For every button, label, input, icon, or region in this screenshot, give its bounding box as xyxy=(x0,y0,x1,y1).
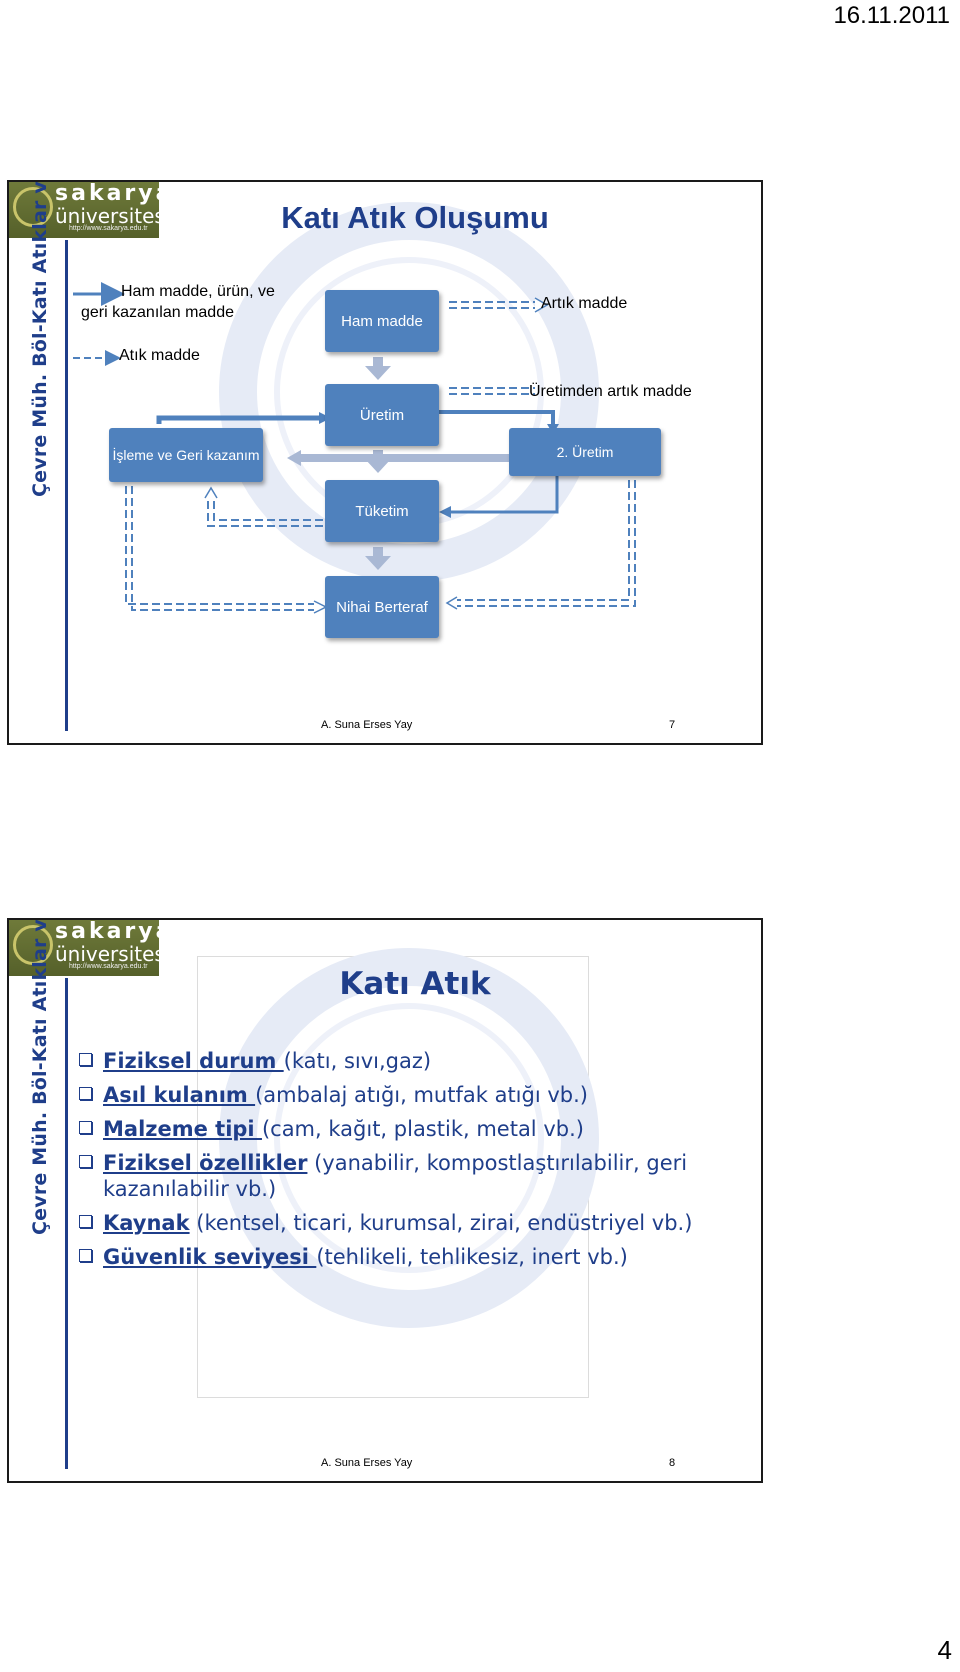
waste-consumption-to-recovery xyxy=(204,486,323,527)
logo-emblem-icon xyxy=(13,925,53,965)
slide-footer-author: A. Suna Erses Yay xyxy=(321,719,413,731)
waste-classification-list: Fiziksel durum (katı, sıvı,gaz) Asıl kul… xyxy=(79,1048,729,1278)
logo-text-line1: sakarya xyxy=(55,919,174,944)
list-item-text: (tehlikeli, tehlikesiz, inert vb.) xyxy=(316,1245,628,1269)
list-item-text: (cam, kağıt, plastik, metal vb.) xyxy=(261,1117,584,1141)
box-second-production: 2. Üretim xyxy=(509,428,661,476)
second-to-consumption-arrow xyxy=(439,476,559,518)
slide-7: sakarya üniversitesi http://www.sakarya.… xyxy=(7,180,763,745)
list-item: Asıl kulanım (ambalaj atığı, mutfak atığ… xyxy=(79,1082,729,1108)
list-item: Fiziksel durum (katı, sıvı,gaz) xyxy=(79,1048,729,1074)
checkbox-bullet-icon xyxy=(79,1215,92,1228)
list-item-text: (katı, sıvı,gaz) xyxy=(283,1049,432,1073)
slide-title: Katı Atık xyxy=(339,966,491,1002)
down-arrow-3 xyxy=(365,547,391,570)
slide-footer-number: 8 xyxy=(669,1457,676,1469)
box-raw-material: Ham madde xyxy=(325,290,439,352)
box-recovery: İşleme ve Geri kazanım xyxy=(109,428,263,482)
slide-title: Katı Atık Oluşumu xyxy=(281,200,549,235)
list-item-term: Güvenlik seviyesi xyxy=(103,1245,317,1269)
list-item: Güvenlik seviyesi (tehlikeli, tehlikesiz… xyxy=(79,1244,729,1270)
list-item-term: Asıl kulanım xyxy=(103,1083,256,1107)
list-item: Kaynak (kentsel, ticari, kurumsal, zirai… xyxy=(79,1210,729,1236)
logo-url: http://www.sakarya.edu.tr xyxy=(69,225,148,232)
list-item-text: (yanabilir, kompostlaştırılabilir, geri … xyxy=(103,1151,688,1201)
list-item-text: (kentsel, ticari, kurumsal, zirai, endüs… xyxy=(189,1211,693,1235)
waste-flow-diagram xyxy=(73,282,636,614)
production-waste-label: Üretimden artık madde xyxy=(529,383,692,400)
list-item-term: Malzeme tipi xyxy=(103,1117,262,1141)
list-item-term: Kaynak xyxy=(103,1211,190,1235)
legend-solid-label-line1: Ham madde, ürün, ve xyxy=(121,283,275,300)
sidebar-divider xyxy=(65,240,68,731)
legend-dashed-label: Atık madde xyxy=(119,347,200,364)
checkbox-bullet-icon xyxy=(79,1121,92,1134)
slide-8: sakarya üniversitesi http://www.sakarya.… xyxy=(7,918,763,1483)
waste-loop-right xyxy=(445,480,636,610)
list-item: Malzeme tipi (cam, kağıt, plastik, metal… xyxy=(79,1116,729,1142)
slide-footer-number: 7 xyxy=(669,719,676,731)
seal-inner-ring xyxy=(274,1003,544,1273)
list-item: Fiziksel özellikler (yanabilir, kompostl… xyxy=(79,1150,729,1202)
box-final-disposal: Nihai Berteraf xyxy=(325,576,439,638)
university-logo: sakarya üniversitesi http://www.sakarya.… xyxy=(9,920,170,976)
sidebar-course-title: Çevre Müh. Böl-Katı Atıklar ve Kontrolü xyxy=(29,918,51,1235)
box-consumption: Tüketim xyxy=(325,480,439,542)
list-item-term: Fiziksel durum xyxy=(103,1049,284,1073)
logo-text-line2: üniversitesi xyxy=(55,204,171,228)
slide-footer-author: A. Suna Erses Yay xyxy=(321,1457,413,1469)
university-logo: sakarya üniversitesi http://www.sakarya.… xyxy=(9,182,170,238)
down-arrow-1 xyxy=(365,357,391,380)
page-date: 16.11.2011 xyxy=(833,2,950,29)
checkbox-bullet-icon xyxy=(79,1155,92,1168)
logo-emblem-icon xyxy=(13,187,53,227)
checkbox-bullet-icon xyxy=(79,1053,92,1066)
page-number: 4 xyxy=(937,1635,952,1665)
double-arrow-recovery-production xyxy=(287,450,563,466)
checkbox-bullet-icon xyxy=(79,1087,92,1100)
waste-loop-left xyxy=(125,486,328,614)
logo-text-line2: üniversitesi xyxy=(55,942,171,966)
logo-text-line1: sakarya xyxy=(55,181,174,206)
checkbox-bullet-icon xyxy=(79,1249,92,1262)
waste-arrow-production xyxy=(449,387,535,395)
sidebar-divider xyxy=(65,978,68,1469)
list-item-text: (ambalaj atığı, mutfak atığı vb.) xyxy=(255,1083,588,1107)
waste-label: Artık madde xyxy=(541,295,628,312)
legend-solid-label-line2: geri kazanılan madde xyxy=(81,304,234,321)
list-item-term: Fiziksel özellikler xyxy=(103,1151,308,1175)
logo-url: http://www.sakarya.edu.tr xyxy=(69,963,148,970)
waste-arrow-raw xyxy=(449,297,549,313)
recovery-to-production-arrow xyxy=(156,412,331,424)
box-production: Üretim xyxy=(325,384,439,446)
